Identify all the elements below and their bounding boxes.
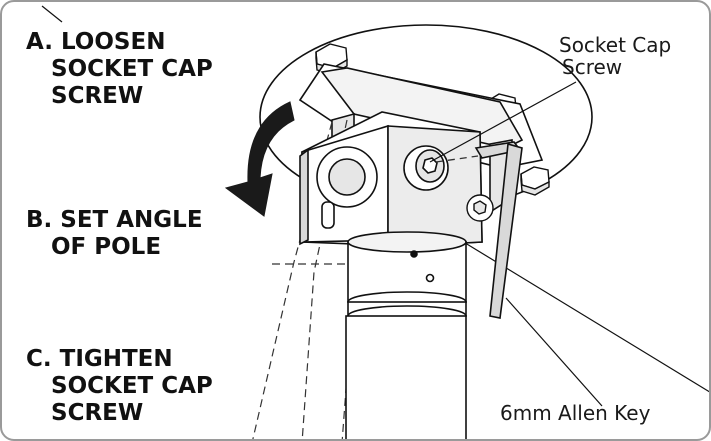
step-b-text: B. SET ANGLE OF POLE	[26, 207, 203, 261]
lower-screw	[466, 194, 494, 222]
hex-nut-bottom-right	[520, 166, 550, 196]
step-c-text: C. TIGHTEN SOCKET CAP SCREW	[26, 346, 213, 427]
pole	[345, 231, 467, 439]
step-c-line3: SCREW	[51, 400, 144, 426]
step-a-line2: SOCKET CAP	[51, 56, 213, 82]
socket-cap-screw-label: Socket Cap Screw	[559, 34, 671, 78]
allen-key-callout-line	[505, 297, 603, 407]
socket-cap-screw	[403, 145, 449, 191]
rotate-down-arrow-icon	[224, 101, 295, 217]
step-a-line1: A. LOOSEN	[26, 29, 166, 55]
allen-key	[474, 141, 523, 319]
step-c-line2: SOCKET CAP	[51, 373, 213, 399]
step-b-line1: B. SET ANGLE	[26, 207, 203, 233]
step-b-line2: OF POLE	[51, 234, 162, 260]
allen-key-label: 6mm Allen Key	[500, 401, 651, 425]
step-c-line1: C. TIGHTEN	[26, 346, 173, 372]
corner-leader-line	[41, 5, 63, 23]
screw-callout-line	[429, 81, 577, 163]
step-a-text: A. LOOSEN SOCKET CAP SCREW	[26, 29, 213, 110]
socket-cap-screw-label-line2: Screw	[562, 55, 623, 79]
step-a-line3: SCREW	[51, 83, 144, 109]
socket-cap-screw-label-line1: Socket Cap	[559, 33, 672, 57]
